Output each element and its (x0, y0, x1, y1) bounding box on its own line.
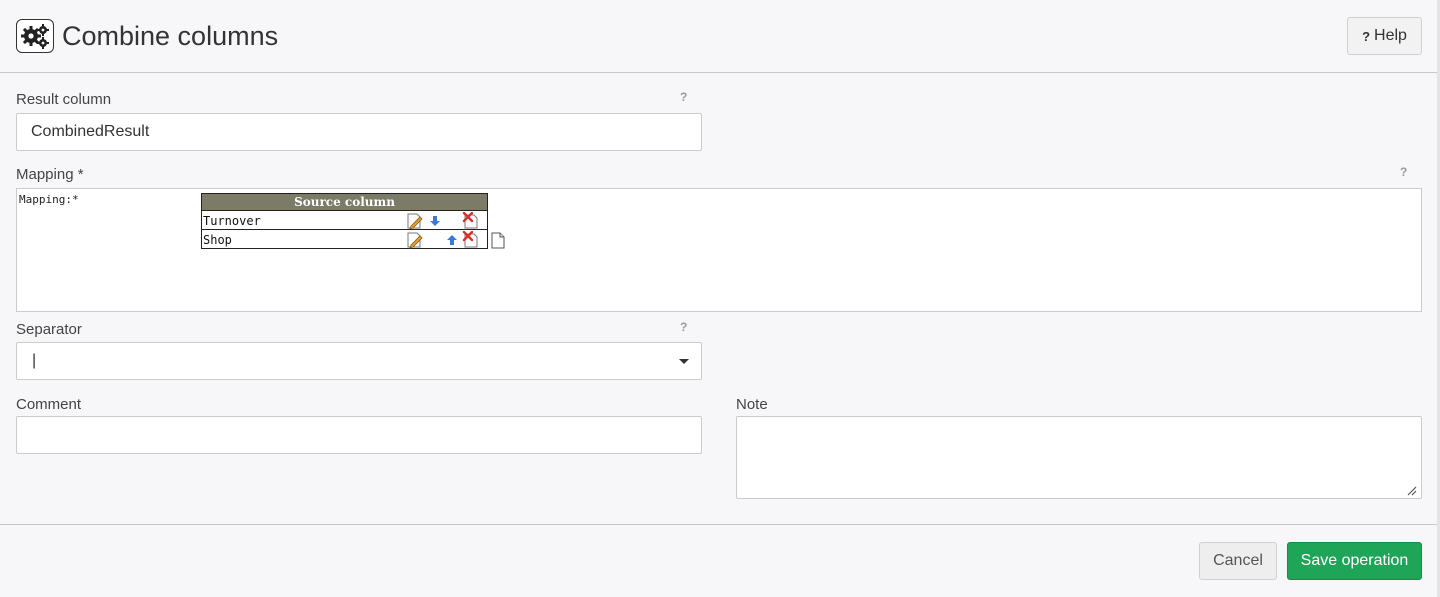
note-textarea[interactable] (736, 416, 1422, 499)
resize-grip-icon[interactable] (1405, 484, 1417, 496)
edit-icon[interactable] (406, 231, 424, 249)
dialog-header: Combine columns ? Help (0, 0, 1440, 73)
chevron-down-icon (679, 359, 689, 364)
delete-icon[interactable] (462, 212, 480, 230)
mapping-inner-label: Mapping:* (19, 193, 79, 206)
comment-label: Comment (16, 396, 82, 413)
separator-help-icon[interactable]: ? (680, 320, 688, 334)
comment-input[interactable] (16, 416, 702, 454)
separator-value: | (32, 352, 37, 369)
cancel-button[interactable]: Cancel (1199, 542, 1277, 580)
mapping-row-value: Turnover (203, 214, 261, 228)
result-column-help-icon[interactable]: ? (680, 90, 688, 104)
edit-icon[interactable] (406, 212, 424, 230)
separator-label: Separator (16, 321, 82, 338)
delete-icon[interactable] (462, 231, 480, 249)
scrollbar[interactable] (1437, 0, 1440, 597)
separator-select[interactable]: | (16, 342, 702, 380)
arrow-down-icon[interactable] (429, 215, 441, 227)
mapping-row[interactable]: Shop (202, 229, 487, 249)
save-operation-button[interactable]: Save operation (1287, 542, 1422, 580)
mapping-row[interactable]: Turnover (202, 210, 487, 230)
result-column-input[interactable] (16, 113, 702, 151)
note-label: Note (736, 396, 768, 413)
help-button-label: Help (1374, 27, 1407, 44)
question-icon: ? (1362, 28, 1371, 44)
footer-divider (0, 524, 1440, 525)
help-button[interactable]: ? Help (1347, 17, 1422, 55)
mapping-table: Source column Turnover Shop (201, 193, 488, 249)
add-row-icon[interactable] (490, 232, 506, 249)
mapping-row-value: Shop (203, 233, 232, 247)
gears-icon (16, 19, 54, 53)
mapping-editor: Mapping:* Source column Turnover Shop (16, 188, 1422, 312)
mapping-table-header: Source column (202, 194, 487, 210)
mapping-help-icon[interactable]: ? (1400, 165, 1408, 179)
mapping-label: Mapping * (16, 166, 84, 183)
page-title: Combine columns (62, 21, 279, 51)
arrow-up-icon[interactable] (446, 234, 458, 246)
result-column-label: Result column (16, 91, 112, 108)
